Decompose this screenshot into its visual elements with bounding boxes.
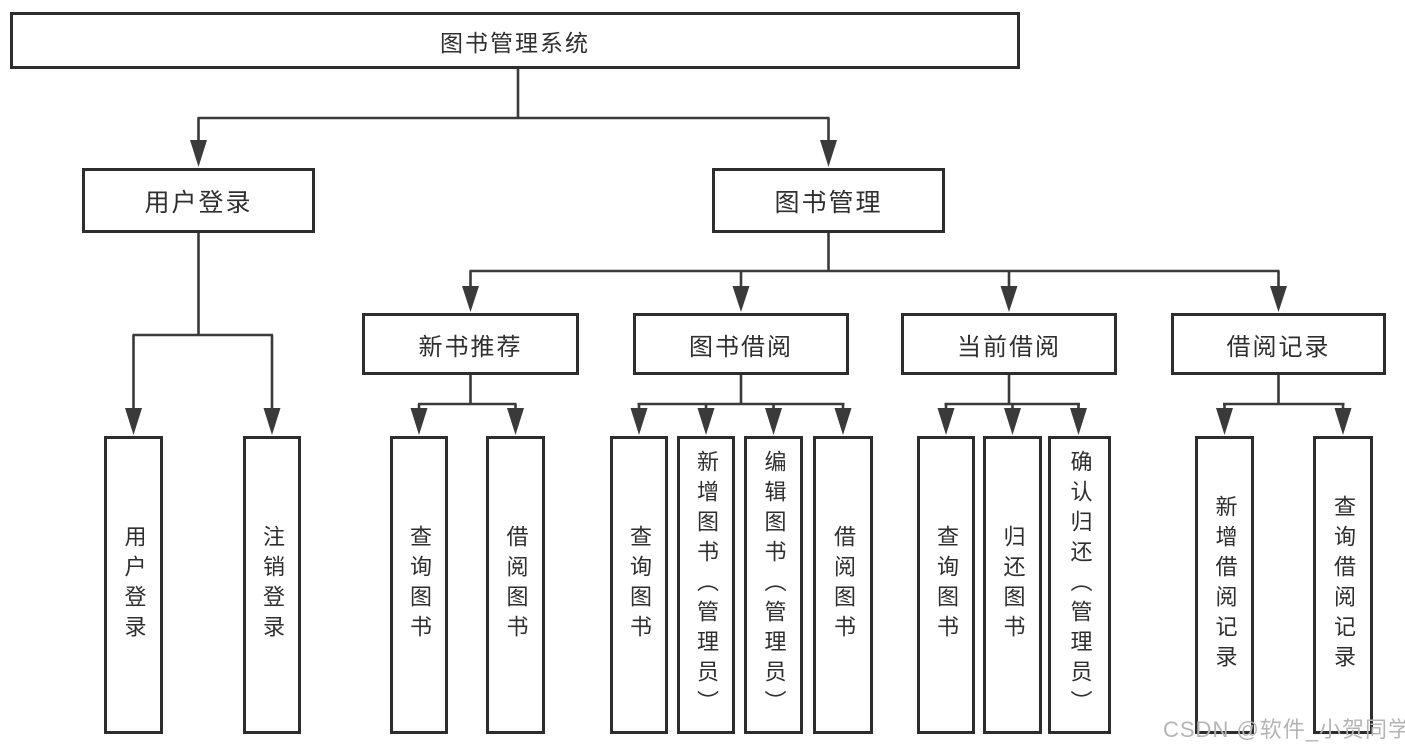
- arrowhead-down-icon: [125, 408, 142, 435]
- node-new-book-recommend: 新书推荐: [362, 313, 579, 375]
- leaf-add-books-admin: 新增图书（管理员）: [677, 436, 735, 734]
- arrowhead-down-icon: [820, 140, 837, 167]
- node-book-borrowing: 图书借阅: [633, 313, 849, 375]
- connector-book-mgmt-to-level3: [462, 233, 1287, 312]
- node-label: 借阅记录: [1226, 333, 1331, 361]
- arrowhead-down-icon: [410, 408, 428, 435]
- arrowhead-down-icon: [937, 408, 955, 435]
- node-label: 注销登录: [260, 525, 285, 645]
- arrowhead-down-icon: [263, 408, 281, 435]
- node-label: 新增图书（管理员）: [694, 450, 719, 720]
- leaf-borrow-books: 借阅图书: [813, 436, 873, 734]
- connector-book-borrow-children: [630, 375, 852, 435]
- node-current-borrowing: 当前借阅: [901, 313, 1117, 375]
- leaf-borrow-books-recommend: 借阅图书: [486, 436, 545, 734]
- connector-line: [197, 69, 830, 144]
- connector-line: [132, 233, 274, 412]
- leaf-logout: 注销登录: [243, 436, 301, 734]
- arrowhead-down-icon: [1216, 408, 1233, 435]
- arrowhead-down-icon: [732, 286, 750, 312]
- connector-line: [1223, 375, 1345, 412]
- leaf-return-books: 归还图书: [983, 436, 1042, 734]
- node-label: 查询图书: [627, 525, 652, 645]
- node-label: 图书管理: [774, 188, 883, 217]
- arrowhead-down-icon: [190, 140, 207, 167]
- connector-new-book-rec-children: [410, 375, 524, 435]
- connector-root-to-level2: [190, 69, 837, 167]
- node-label: 图书管理系统: [440, 29, 590, 56]
- arrowhead-down-icon: [462, 286, 479, 312]
- arrowhead-down-icon: [1004, 408, 1021, 435]
- node-label: 用户登录: [144, 188, 253, 217]
- arrowhead-down-icon: [1334, 408, 1352, 435]
- leaf-add-borrow-record: 新增借阅记录: [1195, 436, 1254, 734]
- node-library-system: 图书管理系统: [10, 12, 1020, 69]
- arrowhead-down-icon: [765, 408, 782, 435]
- connector-line: [944, 375, 1080, 412]
- connector-current-borrow-children: [937, 375, 1087, 435]
- arrowhead-down-icon: [1270, 286, 1287, 312]
- node-label: 借阅图书: [503, 525, 529, 645]
- node-user-login: 用户登录: [82, 168, 315, 233]
- leaf-confirm-return-admin: 确认归还（管理员）: [1048, 436, 1111, 734]
- node-label: 查询图书: [407, 525, 432, 645]
- node-borrowing-records: 借阅记录: [1171, 313, 1386, 375]
- node-book-management: 图书管理: [712, 168, 945, 233]
- node-label: 查询图书: [934, 525, 959, 645]
- connector-line: [469, 233, 1280, 289]
- connector-line: [637, 375, 845, 412]
- node-label: 用户登录: [121, 525, 147, 645]
- arrowhead-down-icon: [1000, 286, 1018, 312]
- connector-borrow-records-children: [1216, 375, 1352, 435]
- connector-user-login-children: [125, 233, 281, 435]
- node-label: 编辑图书（管理员）: [761, 450, 787, 720]
- node-label: 新书推荐: [418, 333, 523, 361]
- node-label: 图书借阅: [689, 333, 793, 361]
- arrowhead-down-icon: [1070, 408, 1087, 435]
- node-label: 新增借阅记录: [1212, 495, 1238, 675]
- leaf-query-books-current: 查询图书: [917, 436, 975, 734]
- arrowhead-down-icon: [630, 408, 648, 435]
- arrowhead-down-icon: [697, 408, 715, 435]
- node-label: 借阅图书: [831, 525, 856, 645]
- leaf-query-books-borrowing: 查询图书: [610, 436, 668, 734]
- leaf-query-books-recommend: 查询图书: [390, 436, 448, 734]
- leaf-user-login: 用户登录: [104, 436, 163, 734]
- node-label: 当前借阅: [957, 333, 1061, 361]
- node-label: 确认归还（管理员）: [1067, 450, 1093, 720]
- leaf-edit-books-admin: 编辑图书（管理员）: [744, 436, 803, 734]
- leaf-query-borrow-record: 查询借阅记录: [1313, 436, 1373, 734]
- watermark: CSDN @软件_小贺同学: [1163, 717, 1405, 742]
- node-label: 查询借阅记录: [1331, 495, 1356, 675]
- node-label: 归还图书: [1000, 525, 1026, 645]
- connector-line: [417, 375, 517, 412]
- arrowhead-down-icon: [507, 408, 524, 435]
- arrowhead-down-icon: [834, 408, 852, 435]
